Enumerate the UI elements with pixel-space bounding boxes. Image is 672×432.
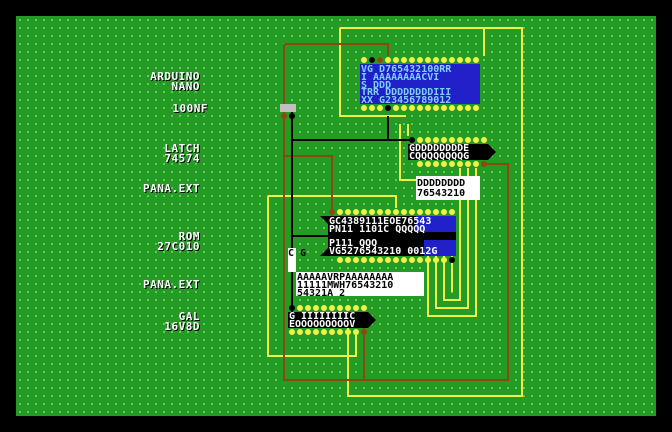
gal-16v8d-chip: G IIIIIIIIC EOOOOOOOOOV [288, 305, 376, 335]
trace-yellow-outer [340, 27, 523, 397]
arduino-pin-row-1: VG D765432100RR [361, 64, 452, 75]
label-pana-ext-1: PANA.EXT [143, 182, 200, 195]
arduino-pin-row-4: TRR DDDDDDDDIII [361, 87, 451, 98]
pana-ext-connector-1: DDDDDDDD 76543210 [416, 176, 480, 200]
trace-brown-a [284, 43, 389, 56]
pana2-row-1: AAAAAVRPAAAAAAAA [297, 272, 393, 283]
pana1-row-2: 76543210 [417, 188, 465, 199]
trace-yellow-i [443, 168, 461, 301]
rom-pin-row-3: P111 QQQ [329, 238, 377, 249]
rom-decoupling-capacitor: C G [288, 248, 306, 272]
rom-27c010-chip: GC4389111EOE76543 PN11 1101C QQQQQ P111 … [320, 209, 456, 263]
label-capacitor: 100NF [172, 102, 208, 115]
trace-yellow-b [339, 28, 406, 117]
latch-pin-top: GDDDDDDDDE [409, 143, 469, 154]
pana1-row-1: DDDDDDDD [417, 178, 465, 189]
arduino-pin-row-2: I AAAAAAAACVI [361, 72, 439, 83]
capacitor-100nf [280, 104, 296, 119]
arduino-pin-row-3: S DDD [361, 80, 391, 91]
rom-pin-row-2: PN11 1101C QQQQQ [329, 224, 425, 235]
pana2-row-2: 11111MWH76543210 [297, 280, 393, 291]
label-pana-ext-2: PANA.EXT [143, 278, 200, 291]
rom-cap-marks: C G [288, 248, 306, 259]
trace-yellow-e [399, 124, 416, 181]
trace-black-b [292, 116, 389, 141]
latch-74574-chip: GDDDDDDDDE CQQQQQQQQG [408, 137, 496, 167]
trace-yellow-h [435, 168, 469, 309]
trace-layer: VG D765432100RR I AAAAAAAACVI S DDD TRR … [267, 27, 523, 397]
trace-brown-c [284, 155, 333, 216]
trace-yellow-d [267, 196, 357, 357]
pana2-row-3: 54321A 2 [297, 288, 345, 299]
trace-brown-b [283, 44, 509, 381]
trace-yellow-g [427, 168, 477, 317]
arduino-pin-row-5: XX G23456789012 [361, 95, 451, 106]
arduino-nano-chip: VG D765432100RR I AAAAAAAACVI S DDD TRR … [360, 57, 480, 111]
rom-pin-row-1: GC4389111EOE76543 [329, 216, 431, 227]
circuit-board: VG D765432100RR I AAAAAAAACVI S DDD TRR … [16, 16, 656, 416]
trace-yellow-c [268, 195, 397, 208]
latch-pin-bottom: CQQQQQQQQG [409, 151, 469, 162]
rom-pin-row-4: VG5276543210 0012G [329, 246, 437, 257]
gal-pin-bottom: EOOOOOOOOOV [289, 319, 355, 330]
gal-pin-top: G IIIIIIIIC [289, 311, 355, 322]
pana-ext-connector-2: AAAAAVRPAAAAAAAA 11111MWH76543210 54321A… [296, 272, 424, 299]
